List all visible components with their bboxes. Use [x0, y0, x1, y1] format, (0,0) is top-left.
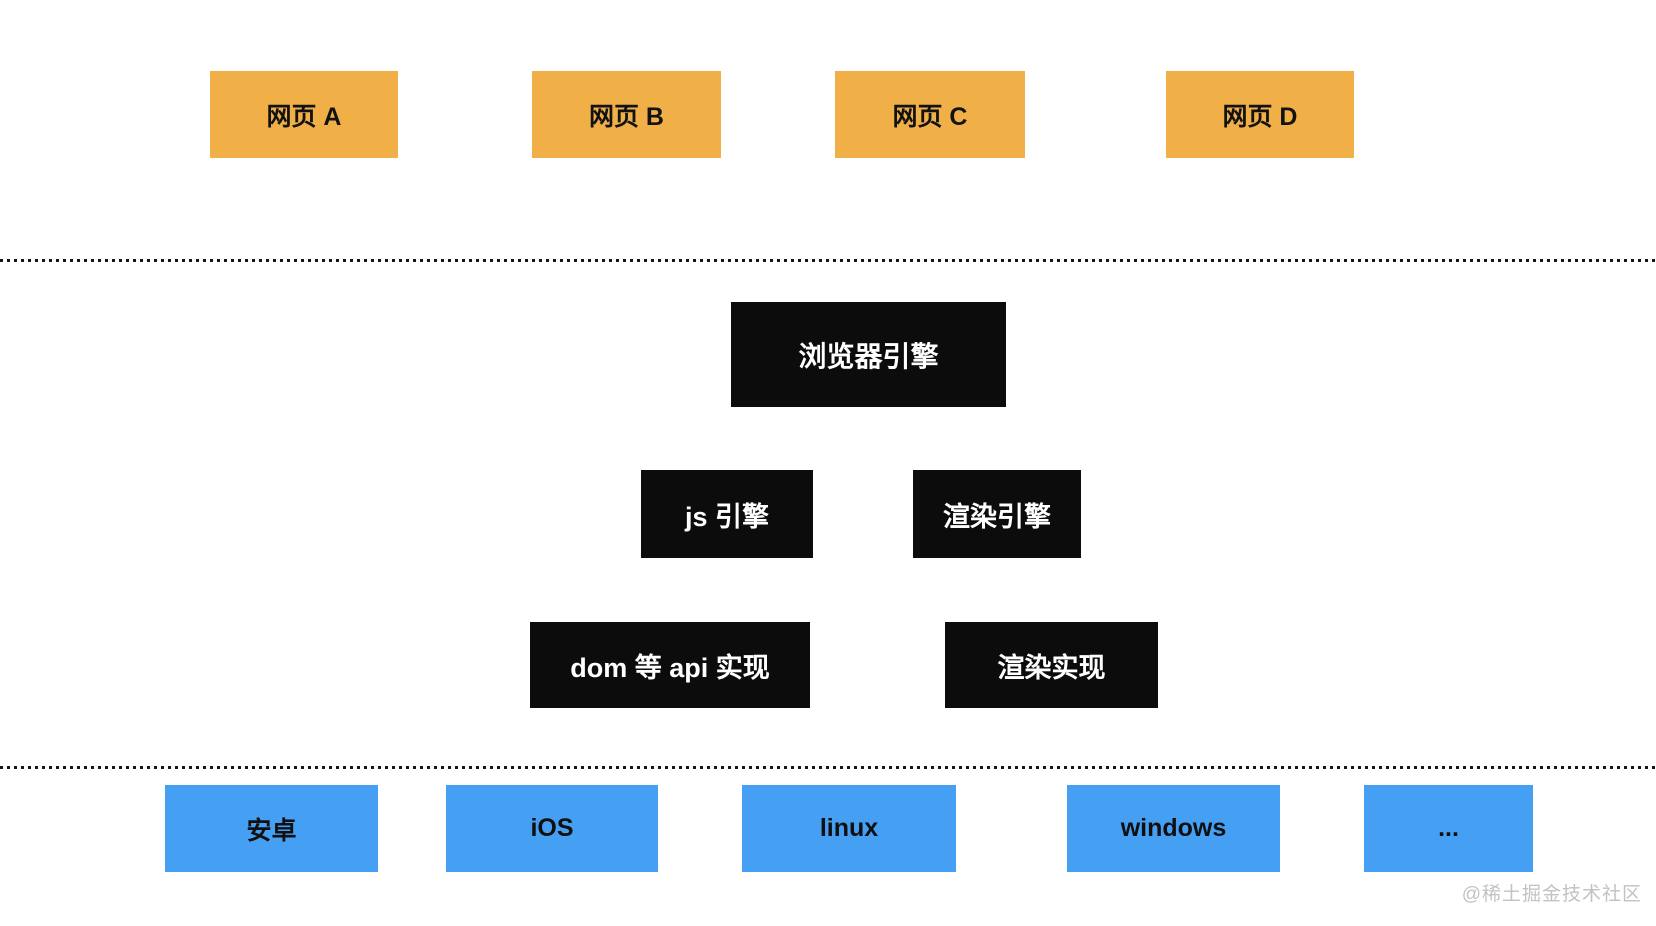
- upper-dotted-separator: [0, 259, 1656, 262]
- web-page-b-box: 网页 B: [532, 71, 721, 158]
- web-page-c-box: 网页 C: [835, 71, 1025, 158]
- browser-engine-box: 浏览器引擎: [731, 302, 1006, 407]
- web-page-d-box: 网页 D: [1166, 71, 1354, 158]
- juejin-watermark: @稀土掘金技术社区: [1461, 884, 1642, 905]
- platform-ellipsis-box: ...: [1364, 785, 1533, 872]
- dom-api-impl-box: dom 等 api 实现: [530, 622, 810, 708]
- render-impl-box: 渲染实现: [945, 622, 1158, 708]
- platform-windows-box: windows: [1067, 785, 1280, 872]
- web-page-a-box: 网页 A: [210, 71, 398, 158]
- lower-dotted-separator: [0, 766, 1656, 769]
- platform-android-box: 安卓: [165, 785, 378, 872]
- render-engine-box: 渲染引擎: [913, 470, 1081, 558]
- platform-linux-box: linux: [742, 785, 956, 872]
- js-engine-box: js 引擎: [641, 470, 813, 558]
- platform-ios-box: iOS: [446, 785, 658, 872]
